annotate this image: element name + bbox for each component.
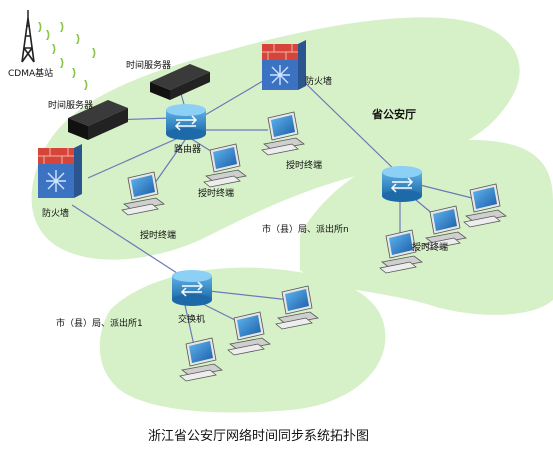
county-n-zone xyxy=(300,140,553,315)
county-1-zone xyxy=(99,267,386,413)
computer-icon xyxy=(423,205,467,250)
county-1-label: 市（县）局、派出所1 xyxy=(56,317,143,329)
time-server-icon xyxy=(150,64,210,100)
cell-tower-icon xyxy=(21,10,96,90)
terminal-3-label: 授时终端 xyxy=(140,229,176,241)
link-prov-pc1 xyxy=(419,184,481,201)
firewall-left-label: 防火墙 xyxy=(42,207,69,219)
link-switch-pc1 xyxy=(199,289,291,301)
router-icon xyxy=(382,166,422,202)
county-n-label: 市（县）局、派出所n xyxy=(262,223,349,235)
firewall-top-label: 防火墙 xyxy=(305,75,332,87)
switch-icon xyxy=(172,270,212,306)
terminal-2-label: 授时终端 xyxy=(286,159,322,171)
firewall-icon xyxy=(38,144,82,198)
computer-icon xyxy=(275,285,319,330)
switch-label: 交换机 xyxy=(178,313,205,325)
computers xyxy=(121,111,507,382)
terminal-1-label: 授时终端 xyxy=(198,187,234,199)
time-server-icon xyxy=(68,100,128,140)
computer-icon xyxy=(179,337,223,382)
link-router-firewall-left xyxy=(87,134,186,179)
computer-icon xyxy=(203,143,247,188)
link-firewall-switch xyxy=(71,204,181,276)
link-firewall-province xyxy=(299,77,401,176)
computer-icon xyxy=(379,229,423,274)
link-router-firewall xyxy=(199,77,269,119)
time-server-1-label: 时间服务器 xyxy=(48,99,93,111)
diagram-caption: 浙江省公安厅网络时间同步系统拓扑图 xyxy=(148,428,369,444)
router-icon xyxy=(166,104,206,140)
router-label: 路由器 xyxy=(174,143,201,155)
computer-icon xyxy=(463,183,507,228)
cdma-label: CDMA基站 xyxy=(8,67,53,79)
province-office-label: 省公安厅 xyxy=(371,107,416,121)
terminal-4-label: 授时终端 xyxy=(412,241,448,253)
time-server-2-label: 时间服务器 xyxy=(126,59,171,71)
firewall-icon xyxy=(262,40,306,90)
computer-icon xyxy=(227,311,271,356)
computer-icon xyxy=(121,171,165,216)
computer-icon xyxy=(261,111,305,156)
